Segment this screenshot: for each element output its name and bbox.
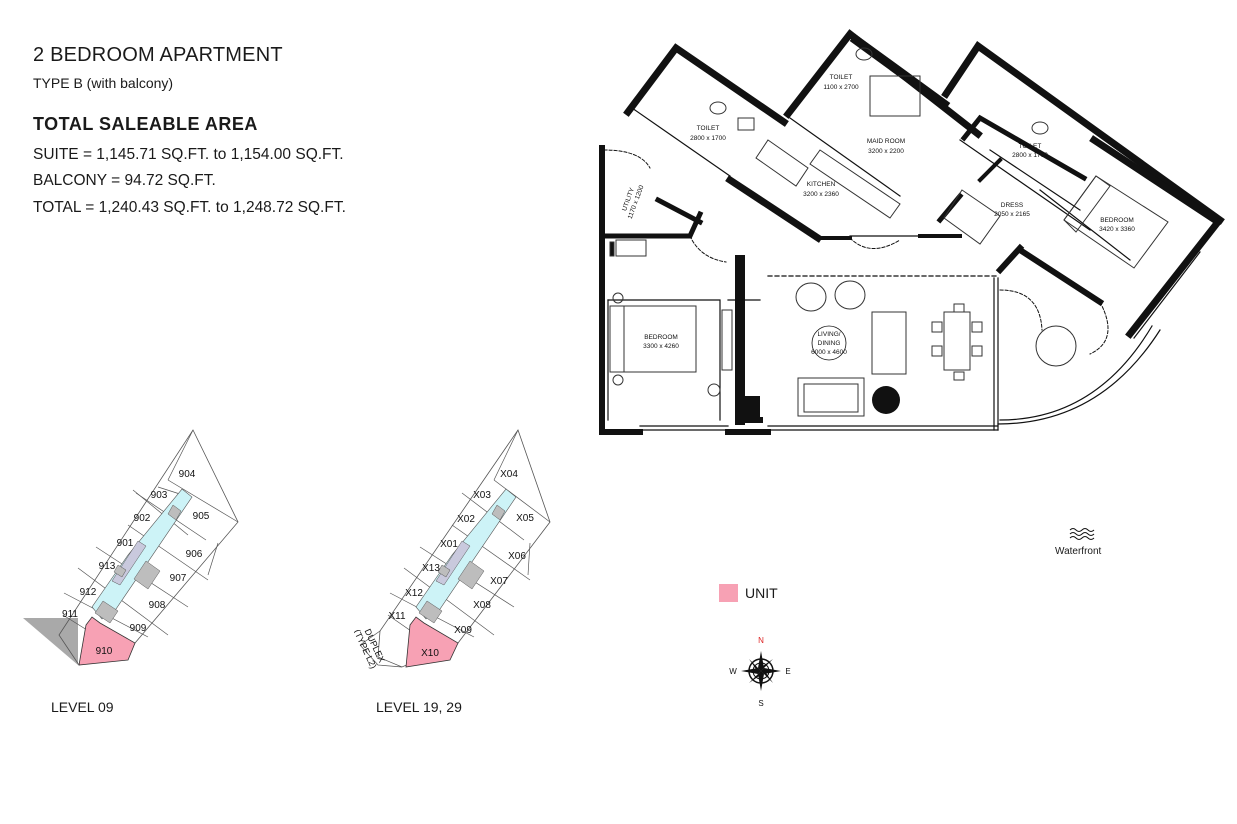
room-label-kitchen: KITCHEN: [807, 181, 836, 188]
keyplan-1929-unit-x09: X09: [454, 625, 472, 636]
keyplan-1929-unit-x12: X12: [405, 588, 423, 599]
unit-legend-swatch: [719, 584, 738, 602]
keyplan-09-unit-904: 904: [179, 469, 196, 480]
keyplan-level-09-label: LEVEL 09: [51, 699, 114, 715]
keyplan-level-19-29: X04 X03 X05 X02 X01 X06 X13 X07 X12 X08 …: [354, 429, 551, 670]
suite-area: SUITE = 1,145.71 SQ.FT. to 1,154.00 SQ.F…: [33, 146, 344, 163]
room-size-toilet-3: 2800 x 1700: [1012, 152, 1048, 159]
keyplan-level-09: 904 903 905 902 901 906 913 907 912 908 …: [23, 429, 239, 666]
room-size-bedroom-master: 3420 x 3360: [1099, 226, 1135, 233]
compass-west: W: [729, 667, 737, 676]
room-label-living-2: DINING: [818, 340, 841, 347]
keyplan-1929-unit-x07: X07: [490, 576, 508, 587]
keyplan-09-unit-907: 907: [170, 573, 187, 584]
room-size-toilet-1: 2800 x 1700: [690, 135, 726, 142]
compass-north: N: [758, 636, 764, 645]
keyplan-09-unit-903: 903: [151, 490, 168, 501]
keyplan-09-unit-908: 908: [149, 600, 166, 611]
room-label-toilet-3: TOILET: [1019, 143, 1042, 150]
total-area: TOTAL = 1,240.43 SQ.FT. to 1,248.72 SQ.F…: [33, 199, 346, 216]
saleable-area-heading: TOTAL SALEABLE AREA: [33, 114, 258, 134]
column: [738, 396, 760, 420]
keyplan-1929-unit-x03: X03: [473, 490, 491, 501]
keyplan-09-unit-910: 910: [96, 646, 113, 657]
room-label-dress: DRESS: [1001, 202, 1024, 209]
room-label-bedroom-2: BEDROOM: [644, 334, 678, 341]
keyplan-09-unit-911: 911: [62, 609, 78, 620]
compass-east: E: [785, 667, 790, 676]
living-label-ring: [811, 325, 847, 361]
exterior-walls: [599, 29, 1225, 435]
apartment-type: TYPE B (with balcony): [33, 75, 174, 91]
room-label-toilet-1: TOILET: [697, 125, 720, 132]
room-label-toilet-2: TOILET: [830, 74, 853, 81]
keyplan-1929-unit-x11: X11: [388, 611, 405, 622]
room-size-bedroom-2: 3300 x 4260: [643, 343, 679, 350]
room-size-living: 6000 x 4600: [811, 349, 847, 356]
room-size-toilet-2: 1100 x 2700: [823, 84, 859, 91]
glazing-lines: [607, 107, 1201, 431]
keyplan-1929-corridor: [415, 488, 517, 620]
waves-icon: [1069, 528, 1095, 540]
waterfront-label: Waterfront: [1055, 546, 1102, 557]
keyplan-09-shaded-area: [23, 618, 78, 665]
door-swings: [603, 149, 1109, 355]
room-size-kitchen: 3200 x 2360: [803, 191, 839, 198]
keyplan-09-corridor: [91, 488, 193, 620]
planter-icon: [872, 386, 900, 414]
keyplan-09-unit-highlight: [78, 616, 136, 666]
compass-south: S: [758, 699, 763, 708]
keyplan-09-unit-913: 913: [99, 561, 116, 572]
compass-icon: N S E W: [729, 636, 790, 708]
room-label-maid: MAID ROOM: [867, 138, 905, 145]
furniture: [609, 47, 1169, 417]
keyplan-1929-unit-x13: X13: [422, 563, 440, 574]
keyplan-1929-unit-highlight: [405, 616, 459, 668]
keyplan-1929-unit-x01: X01: [440, 539, 458, 550]
keyplan-09-unit-909: 909: [130, 623, 147, 634]
unit-legend-label: UNIT: [745, 585, 778, 601]
keyplan-1929-unit-x10: X10: [421, 648, 439, 659]
keyplan-1929-unit-x08: X08: [473, 600, 491, 611]
keyplan-1929-unit-x06: X06: [508, 551, 526, 562]
keyplan-09-unit-901: 901: [117, 538, 134, 549]
apartment-title: 2 BEDROOM APARTMENT: [33, 44, 283, 66]
keyplan-09-unit-905: 905: [193, 511, 210, 522]
room-size-dress: 2050 x 2165: [994, 211, 1030, 218]
keyplan-1929-unit-x04: X04: [500, 469, 518, 480]
keyplan-level-19-29-label: LEVEL 19, 29: [376, 699, 462, 715]
keyplan-09-unit-912: 912: [80, 587, 97, 598]
keyplan-1929-unit-x02: X02: [457, 514, 475, 525]
room-label-living-1: LIVING/: [817, 331, 840, 338]
keyplan-09-unit-902: 902: [134, 513, 151, 524]
balcony-area: BALCONY = 94.72 SQ.FT.: [33, 172, 216, 189]
room-size-maid: 3200 x 2200: [868, 148, 904, 155]
room-label-bedroom-master: BEDROOM: [1100, 217, 1134, 224]
keyplan-1929-unit-x05: X05: [516, 513, 534, 524]
keyplan-09-unit-906: 906: [186, 549, 203, 560]
